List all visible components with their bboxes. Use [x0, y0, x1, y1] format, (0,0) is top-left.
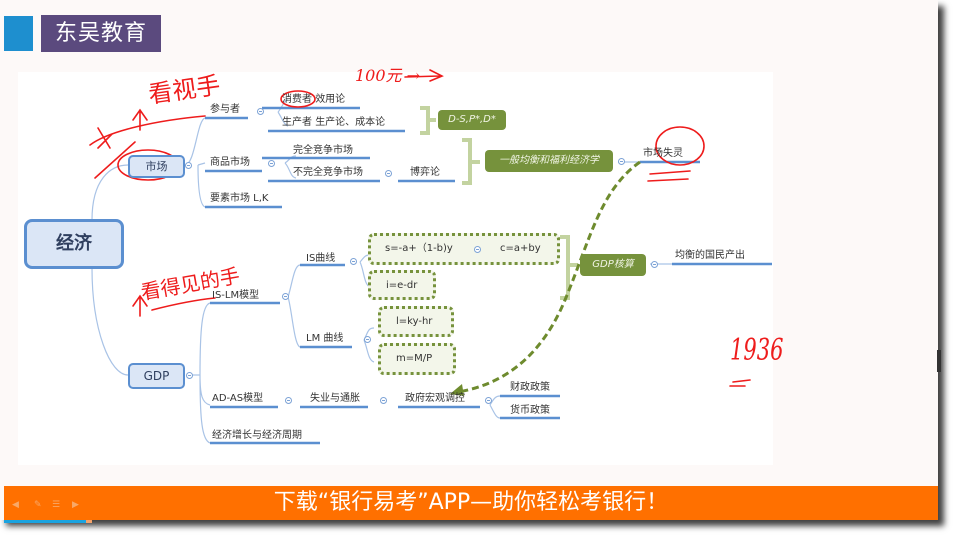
gdp-label: GDP: [143, 369, 170, 383]
group-investment: [368, 270, 436, 300]
collapse-toggle-gdp-accounting[interactable]: [651, 261, 658, 268]
collapse-toggle-saving[interactable]: [474, 246, 481, 253]
slide: 东吴教育: [4, 15, 773, 465]
group-saving-consumption: [368, 233, 560, 265]
gdp-node[interactable]: GDP: [128, 363, 185, 389]
node-unemployment-inflation[interactable]: 失业与通胀: [310, 393, 360, 404]
summary-welfare[interactable]: 一般均衡和福利经济学: [485, 150, 613, 172]
collapse-toggle-welfare[interactable]: [618, 158, 625, 165]
side-drawer-handle[interactable]: [937, 350, 941, 372]
consumer-role: 消费者: [282, 94, 312, 105]
node-consumer[interactable]: 消费者 效用论: [282, 94, 345, 106]
node-factor-market[interactable]: 要素市场 L,K: [210, 193, 269, 204]
node-money-supply[interactable]: m=M/P: [396, 353, 433, 364]
node-is-curve[interactable]: IS曲线: [306, 253, 336, 264]
collapse-toggle-unemployment[interactable]: [380, 397, 387, 404]
node-saving-function[interactable]: s=-a+（1-b)y: [385, 243, 453, 254]
node-consumption-function[interactable]: c=a+by: [500, 243, 541, 254]
node-market-failure[interactable]: 市场失灵: [643, 148, 683, 159]
player-buffer-bar: [86, 520, 92, 523]
promo-banner: 下载“银行易考”APP—助你轻松考银行！: [4, 486, 938, 520]
node-islm[interactable]: IS-LM模型: [212, 290, 260, 301]
root-label: 经济: [56, 233, 92, 254]
node-producer[interactable]: 生产者 生产论、成本论: [282, 117, 385, 129]
brand-logo: 东吴教育: [41, 15, 161, 52]
player-progress-bar[interactable]: [4, 520, 88, 523]
node-investment-function[interactable]: i=e-dr: [386, 280, 418, 291]
player-edit-icon[interactable]: ✎: [34, 500, 42, 510]
collapse-toggle-market[interactable]: [185, 162, 192, 169]
node-growth-cycle[interactable]: 经济增长与经济周期: [212, 430, 302, 441]
node-lm-curve[interactable]: LM 曲线: [306, 333, 344, 344]
bracket-goods: [462, 138, 480, 185]
summary-gdp-accounting[interactable]: GDP核算: [580, 254, 646, 276]
collapse-toggle-adas[interactable]: [285, 397, 292, 404]
node-equilibrium-output[interactable]: 均衡的国民产出: [675, 250, 745, 261]
player-back-icon[interactable]: ◀: [12, 500, 19, 510]
collapse-toggle-gdp[interactable]: [186, 372, 193, 379]
annotation-year: 1936: [730, 333, 784, 368]
node-perfect-competition[interactable]: 完全竞争市场: [293, 145, 353, 156]
producer-theory: 生产论、成本论: [315, 117, 386, 128]
dashed-arrow-failure-to-macro: [457, 160, 641, 394]
node-goods-market[interactable]: 商品市场: [210, 157, 250, 168]
collapse-toggle-participants[interactable]: [257, 108, 264, 115]
player-forward-icon[interactable]: ▶: [72, 500, 79, 510]
arrowhead: [450, 384, 464, 396]
connector-root-gdp: [91, 267, 129, 376]
market-label: 市场: [145, 160, 168, 173]
node-imperfect-competition[interactable]: 不完全竞争市场: [293, 167, 363, 178]
group-money-supply: [378, 343, 456, 375]
node-fiscal-policy[interactable]: 财政政策: [510, 382, 550, 393]
annotation-hundred-yuan: 100元 →: [355, 66, 421, 85]
bracket-participants: [420, 106, 436, 135]
node-monetary-policy[interactable]: 货币政策: [510, 405, 550, 416]
connector-root-market: [91, 164, 129, 221]
producer-role: 生产者: [282, 117, 312, 128]
brand-color-block: [4, 16, 33, 51]
collapse-toggle-lm[interactable]: [364, 336, 371, 343]
circle-failure: [655, 126, 705, 166]
summary-dsp[interactable]: D-S,P*,D*: [438, 110, 506, 130]
collapse-toggle-imperfect[interactable]: [385, 170, 392, 177]
node-money-demand[interactable]: l=ky-hr: [396, 316, 433, 327]
market-node[interactable]: 市场: [128, 155, 185, 178]
mindmap-canvas: [18, 72, 773, 465]
node-adas[interactable]: AD-AS模型: [212, 393, 264, 404]
collapse-toggle-islm[interactable]: [282, 293, 289, 300]
collapse-toggle-is[interactable]: [350, 258, 357, 265]
player-list-icon[interactable]: ☰: [52, 500, 61, 510]
collapse-toggle-goods[interactable]: [268, 160, 275, 167]
root-node[interactable]: 经济: [24, 219, 124, 269]
consumer-theory: 效用论: [315, 94, 346, 105]
group-money-demand: [378, 306, 454, 337]
node-macro-control[interactable]: 政府宏观调控: [405, 393, 465, 404]
circle-consumer: [280, 90, 316, 108]
node-game-theory[interactable]: 博弈论: [410, 167, 440, 178]
bracket-islm: [560, 235, 578, 300]
node-participants[interactable]: 参与者: [210, 104, 240, 115]
collapse-toggle-macro[interactable]: [485, 397, 492, 404]
